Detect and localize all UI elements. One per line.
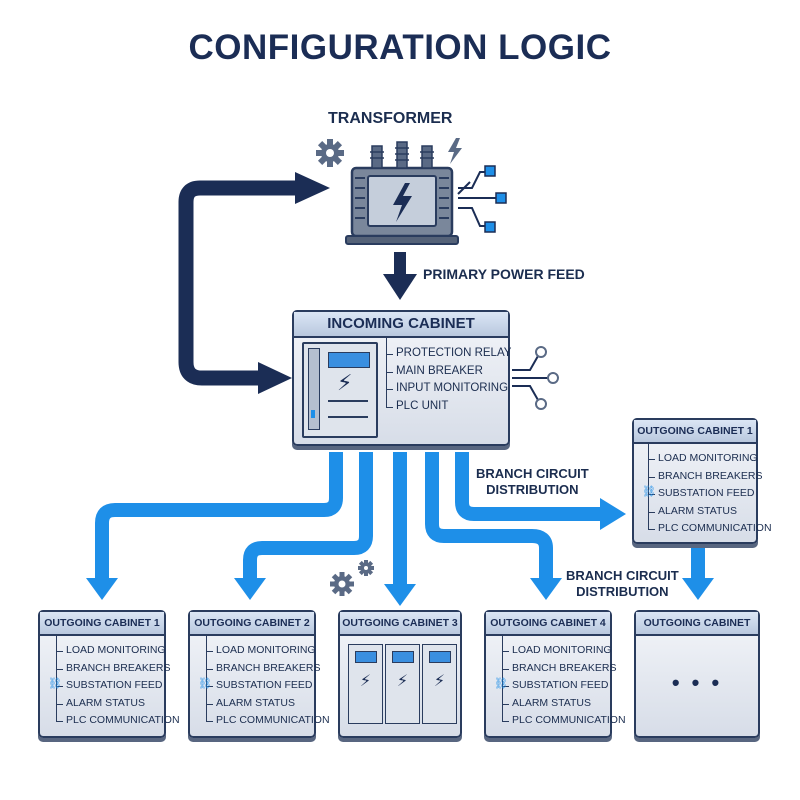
lightning-icon: ⚡ [359, 673, 372, 690]
list-item: ALARM STATUS [502, 686, 626, 713]
status-light [311, 410, 315, 418]
display-screen [391, 651, 414, 663]
list-item: PLC COMMUNICATION [648, 512, 772, 538]
outgoing-cabinet-2: OUTGOING CABINET 2 LOAD MONITORING BRANC… [188, 610, 330, 738]
outgoing-cabinet-title: OUTGOING CABINET 1 [40, 612, 164, 636]
diagram-title: CONFIGURATION LOGIC [188, 28, 612, 67]
link-icon: ⛓ [642, 486, 656, 498]
list-item: LOAD MONITORING [206, 634, 330, 660]
outgoing-cabinet-list: LOAD MONITORING BRANCH BREAKERS SUBSTATI… [56, 634, 180, 730]
list-item: ALARM STATUS [56, 686, 180, 713]
incoming-cabinet-list: PROTECTION RELAY MAIN BREAKER INPUT MONI… [386, 337, 511, 416]
list-item: LOAD MONITORING [648, 442, 772, 468]
incoming-cabinet: INCOMING CABINET ⚡ PROTECTION RELAY MAIN… [292, 310, 511, 446]
outgoing-cabinet-title: OUTGOING CABINET 1 [634, 420, 756, 444]
breaker-panel: ⚡ [385, 644, 420, 724]
list-item: SUBSTATION FEED [648, 477, 772, 503]
list-item: BRANCH BREAKERS [56, 651, 180, 678]
outgoing-cabinet-4: OUTGOING CABINET 4 LOAD MONITORING BRANC… [484, 610, 626, 738]
incoming-cabinet-title: INCOMING CABINET [294, 312, 508, 338]
loop-arrowhead-top [295, 172, 330, 204]
transformer-label: TRANSFORMER [328, 110, 453, 127]
gear-icon [358, 560, 374, 576]
list-item: SUBSTATION FEED [56, 669, 180, 695]
list-item: SUBSTATION FEED [206, 669, 330, 695]
outgoing-cabinet-more: OUTGOING CABINET • • • [634, 610, 760, 738]
list-item: PLC COMMUNICATION [502, 704, 626, 730]
primary-feed-label: PRIMARY POWER FEED [423, 266, 585, 282]
link-icon: ⛓ [494, 678, 508, 690]
branch-arrow-2 [243, 452, 373, 578]
breaker-panel: ⚡ [422, 644, 457, 724]
branch-label-top: BRANCH CIRCUIT DISTRIBUTION [476, 466, 589, 498]
branch-label-line: DISTRIBUTION [576, 584, 669, 599]
branch-label-line: BRANCH CIRCUIT [566, 568, 679, 583]
feedback-loop-arrow [178, 180, 300, 386]
loop-arrowhead-bottom [258, 362, 292, 394]
list-item: BRANCH BREAKERS [648, 459, 772, 486]
list-item: PROTECTION RELAY [386, 337, 511, 363]
display-screen [354, 651, 377, 663]
cabinet-door: ⚡ [302, 342, 378, 438]
ellipsis: • • • [671, 670, 723, 695]
branch-arrow-5 [455, 452, 602, 521]
list-item: LOAD MONITORING [56, 634, 180, 660]
list-item: PLC COMMUNICATION [56, 704, 180, 730]
lightning-icon [448, 138, 462, 164]
branch-arrow-4 [425, 452, 553, 578]
outgoing-cabinet-title: OUTGOING CABINET 4 [486, 612, 610, 636]
gear-icon [316, 139, 344, 167]
outgoing-cabinet-list: LOAD MONITORING BRANCH BREAKERS SUBSTATI… [502, 634, 626, 730]
outgoing-cabinet-list: LOAD MONITORING BRANCH BREAKERS SUBSTATI… [206, 634, 330, 730]
breaker-panel: ⚡ [348, 644, 383, 724]
list-item: ALARM STATUS [648, 494, 772, 521]
display-screen [428, 651, 451, 663]
outgoing-cabinet-3: OUTGOING CABINET 3 ⚡ ⚡ ⚡ [338, 610, 462, 738]
vent-panel [308, 348, 320, 430]
link-icon: ⛓ [198, 678, 212, 690]
list-item: MAIN BREAKER [386, 354, 511, 381]
lightning-icon: ⚡ [337, 370, 353, 395]
gear-icon [330, 572, 354, 596]
outgoing-cabinet-list: LOAD MONITORING BRANCH BREAKERS SUBSTATI… [648, 442, 772, 538]
transformer-icon [345, 141, 459, 245]
list-item: BRANCH BREAKERS [502, 651, 626, 678]
network-icon [457, 171, 496, 227]
vent-lines [328, 400, 368, 418]
branch-label-bottom: BRANCH CIRCUIT DISTRIBUTION [566, 568, 679, 600]
outgoing-cabinet-title: OUTGOING CABINET [636, 612, 758, 636]
list-item: PLC UNIT [386, 389, 511, 416]
link-icon: ⛓ [48, 678, 62, 690]
list-item: PLC COMMUNICATION [206, 704, 330, 730]
list-item: BRANCH BREAKERS [206, 651, 330, 678]
list-item: INPUT MONITORING [386, 372, 511, 398]
outgoing-cabinet-title: OUTGOING CABINET 3 [340, 612, 460, 636]
lightning-icon [393, 183, 412, 222]
display-screen [328, 352, 370, 368]
outgoing-cabinet-1: OUTGOING CABINET 1 LOAD MONITORING BRANC… [38, 610, 180, 738]
branch-arrow-1 [95, 452, 343, 578]
outgoing-cabinet-title: OUTGOING CABINET 2 [190, 612, 314, 636]
branch-label-line: BRANCH CIRCUIT [476, 466, 589, 481]
lightning-icon: ⚡ [433, 673, 446, 690]
branch-label-line: DISTRIBUTION [486, 482, 579, 497]
list-item: SUBSTATION FEED [502, 669, 626, 695]
network-icon [512, 355, 548, 401]
outgoing-cabinet-top: OUTGOING CABINET 1 LOAD MONITORING BRANC… [632, 418, 772, 544]
lightning-icon: ⚡ [396, 673, 409, 690]
list-item: LOAD MONITORING [502, 634, 626, 660]
list-item: ALARM STATUS [206, 686, 330, 713]
